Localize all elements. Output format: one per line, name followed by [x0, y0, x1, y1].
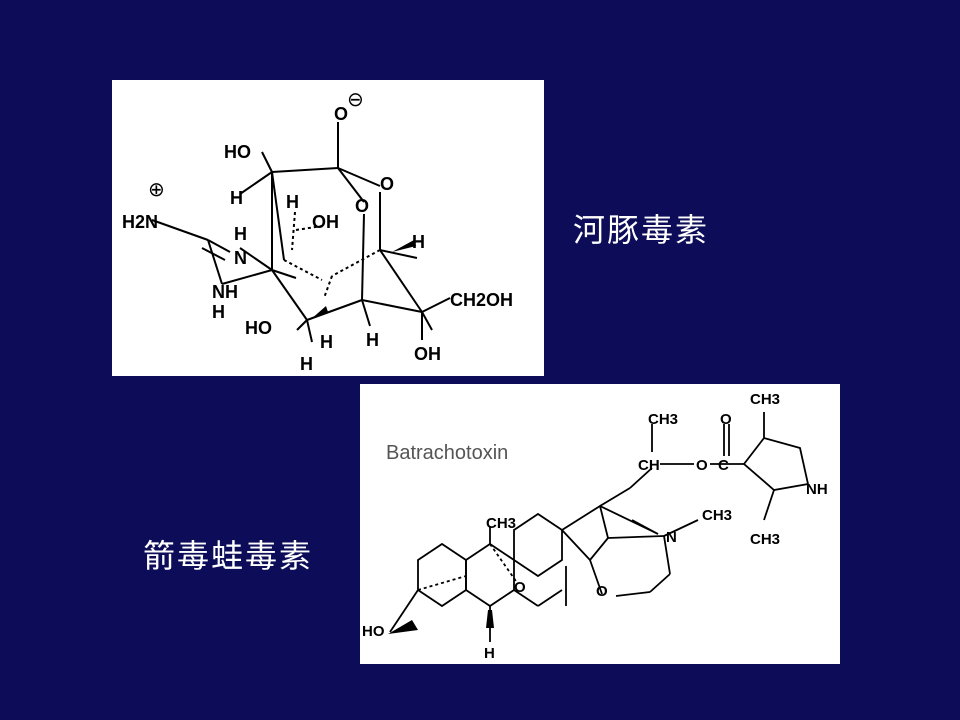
tetrodotoxin-oh-bottom: OH: [414, 344, 441, 364]
btx-o-oxazepane: O: [596, 583, 608, 600]
tetrodotoxin-o-minus: O: [334, 104, 348, 124]
btx-ch3-pyrrole-top: CH3: [750, 391, 780, 408]
batrachotoxin-title: Batrachotoxin: [386, 442, 508, 464]
tetrodotoxin-h-bottom: H: [300, 354, 313, 374]
tetrodotoxin-h-nh: H: [234, 224, 247, 244]
plus-charge-icon: ⊕: [148, 179, 165, 201]
btx-ch3-n: CH3: [702, 507, 732, 524]
tetrodotoxin-ho-top: HO: [224, 142, 251, 162]
tetrodotoxin-h-left: H: [230, 188, 243, 208]
btx-h: H: [484, 645, 495, 662]
btx-n: N: [666, 529, 677, 546]
tetrodotoxin-ho-bottom: HO: [245, 318, 272, 338]
tetrodotoxin-h-right: H: [412, 232, 425, 252]
btx-ch: CH: [638, 457, 660, 474]
batrachotoxin-label: 箭毒蛙毒素: [143, 537, 314, 575]
tetrodotoxin-h-bottom-right: H: [366, 330, 379, 350]
minus-charge-icon: ⊖: [347, 89, 364, 111]
btx-c-carbonyl: C: [718, 457, 729, 474]
tetrodotoxin-structure-drawing: O ⊖ ⊕ HO H O O H OH H2N H N H NH H HO H …: [122, 89, 513, 374]
batrachotoxin-structure-image: Batrachotoxin: [360, 384, 840, 664]
btx-o-ester: O: [696, 457, 708, 474]
btx-nh: NH: [806, 481, 828, 498]
tetrodotoxin-structure-image: O ⊖ ⊕ HO H O O H OH H2N H N H NH H HO H …: [112, 80, 544, 376]
tetrodotoxin-ch2oh: CH2OH: [450, 290, 513, 310]
btx-o-carbonyl: O: [720, 411, 732, 428]
tetrodotoxin-h2n: H2N: [122, 212, 158, 232]
btx-ho: HO: [362, 623, 385, 640]
tetrodotoxin-label: 河豚毒素: [573, 211, 710, 249]
tetrodotoxin-o-ring-right: O: [380, 174, 394, 194]
tetrodotoxin-n-upper: N: [234, 248, 247, 268]
btx-ch3-top: CH3: [648, 411, 678, 428]
batrachotoxin-structure-drawing: Batrachotoxin: [362, 391, 828, 662]
tetrodotoxin-h-upper: H: [286, 192, 299, 212]
tetrodotoxin-nh-lower: NH: [212, 282, 238, 302]
tetrodotoxin-oh-mid: OH: [312, 212, 339, 232]
tetrodotoxin-h-nh-lower: H: [212, 302, 225, 322]
tetrodotoxin-h-bottom-mid: H: [320, 332, 333, 352]
btx-o-bridge: O: [514, 579, 526, 596]
btx-ch3-pyrrole-bottom: CH3: [750, 531, 780, 548]
tetrodotoxin-o-ring-center: O: [355, 196, 369, 216]
btx-ch3-angular: CH3: [486, 515, 516, 532]
